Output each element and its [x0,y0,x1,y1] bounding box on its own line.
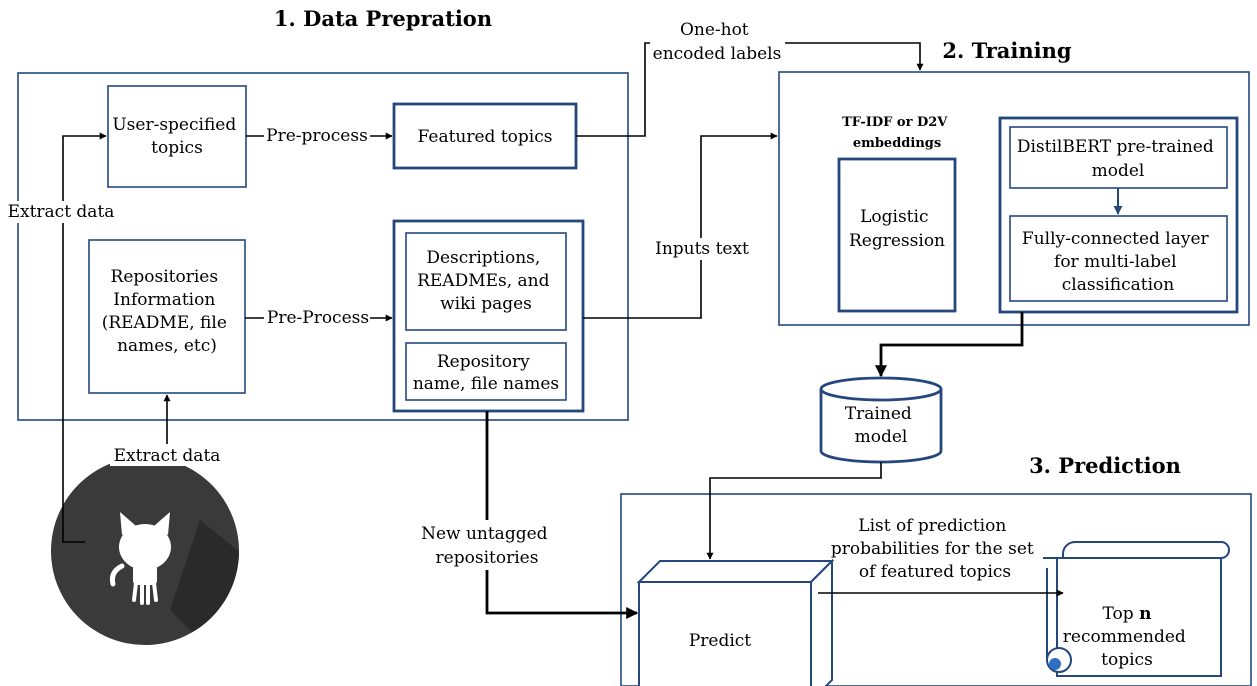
top-n-label: recommended topics [1063,627,1191,670]
repo-names-label: Repository name, file names [413,352,559,394]
repo-info-box [88,239,246,394]
descriptions-box [405,232,567,331]
new-repos-arrow [485,411,639,619]
extract-data-arrow-user [62,132,107,543]
section-title-prediction: 3. Prediction [1029,453,1181,478]
data-preparation-panel [17,72,629,421]
logistic-regression-box [837,157,957,313]
descriptions-label: Descriptions, READMEs, and wiki pages [417,248,555,314]
top-n-title: Top n [1103,604,1152,624]
trained-model-label: Trained model [845,404,917,447]
probabilities-label: List of prediction probabilities for the… [831,516,1039,582]
preprocess-1-label: Pre-process [266,126,368,146]
featured-topics-label: Featured topics [418,127,553,147]
training-panel [778,71,1250,326]
repo-info-label: Repositories Information (README, file n… [102,267,233,356]
extract-data-top-label: Extract data [8,202,115,222]
prediction-panel [620,493,1252,686]
fully-connected-label: Fully-connected layer for multi-label cl… [1022,229,1214,295]
one-hot-bg [650,17,785,67]
section-title-training: 2. Training [942,38,1071,63]
preprocess-2-bg [264,308,370,328]
new-untagged-bg [412,520,564,570]
distilbert-group [998,116,1239,314]
top-topics-scroll [1043,541,1230,677]
training-to-model-arrow [875,312,1024,378]
repo-names-box [405,342,567,401]
text-sources-group [392,219,585,413]
user-topics-box [107,85,247,188]
distilbert-label: DistilBERT pre-trained model [1017,137,1219,181]
github-octocat-icon [51,457,239,645]
preprocess-1-bg [264,126,370,146]
extract-data-bottom-bg [110,444,222,466]
extract-data-top-bg [6,201,118,223]
new-untagged-label: New untagged repositories [421,524,553,568]
one-hot-label: One-hot encoded labels [653,20,782,64]
preprocess-2-label: Pre-Process [267,308,369,328]
predict-box [636,558,835,686]
inputs-text-label: Inputs text [655,239,749,259]
section-title-data-preparation: 1. Data Prepration [274,6,492,31]
predict-label: Predict [689,631,751,651]
user-topics-label: User-specified topics [112,115,241,158]
logistic-regression-label: Logistic Regression [849,207,945,251]
fully-connected-box [1009,215,1228,302]
extract-data-bottom-label: Extract data [114,446,221,466]
one-hot-labels-arrow [576,42,924,137]
inputs-text-bg [652,238,752,260]
embeddings-label: TF-IDF or D2V embeddings [842,115,952,151]
model-to-predict-arrow [706,462,882,560]
inputs-text-arrow [583,132,778,319]
